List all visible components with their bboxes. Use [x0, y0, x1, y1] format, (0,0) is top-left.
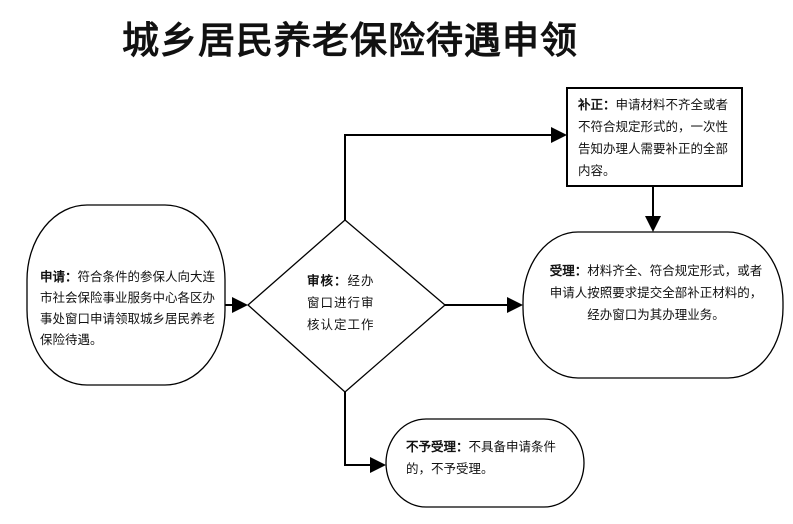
- page-title: 城乡居民养老保险待遇申领: [122, 18, 578, 62]
- apply-node-text: 申请：符合条件的参保人向大连市社会保险事业服务中心各区办事处窗口申请领取城乡居民…: [40, 266, 220, 350]
- accept-node-text: 受理：材料齐全、符合规定形式，或者申请人按照要求提交全部补正材料的，经办窗口为其…: [545, 260, 767, 326]
- accept-node-shape: [522, 231, 784, 379]
- apply-label: 申请：: [40, 269, 78, 284]
- accept-text: 材料齐全、符合规定形式，或者申请人按照要求提交全部补正材料的，经办窗口为其办理业…: [549, 263, 763, 322]
- reject-node-shape: [385, 418, 585, 508]
- accept-label: 受理：: [549, 263, 588, 278]
- apply-text: 符合条件的参保人向大连市社会保险事业服务中心各区办事处窗口申请领取城乡居民养老保…: [40, 269, 216, 347]
- supplement-node-text: 补正：申请材料不齐全或者不符合规定形式的，一次性告知办理人需要补正的全部内容。: [578, 94, 736, 182]
- arrow-review-to-reject: [344, 392, 386, 473]
- review-node-text: 审核：经办窗口进行审核认定工作: [307, 270, 387, 336]
- review-text: 经办窗口进行审核认定工作: [307, 273, 375, 332]
- review-label: 审核：: [307, 273, 348, 288]
- supplement-box-shape: [566, 87, 743, 187]
- arrow-review-to-supplement: [344, 127, 567, 220]
- reject-node-text: 不予受理：不具备申请条件的，不予受理。: [406, 436, 571, 480]
- supplement-label: 补正：: [578, 97, 616, 112]
- apply-node-shape: [26, 204, 226, 386]
- supplement-text: 申请材料不齐全或者不符合规定形式的，一次性告知办理人需要补正的全部内容。: [578, 97, 729, 178]
- reject-text: 不具备申请条件的，不予受理。: [406, 439, 557, 476]
- reject-label: 不予受理：: [406, 439, 469, 454]
